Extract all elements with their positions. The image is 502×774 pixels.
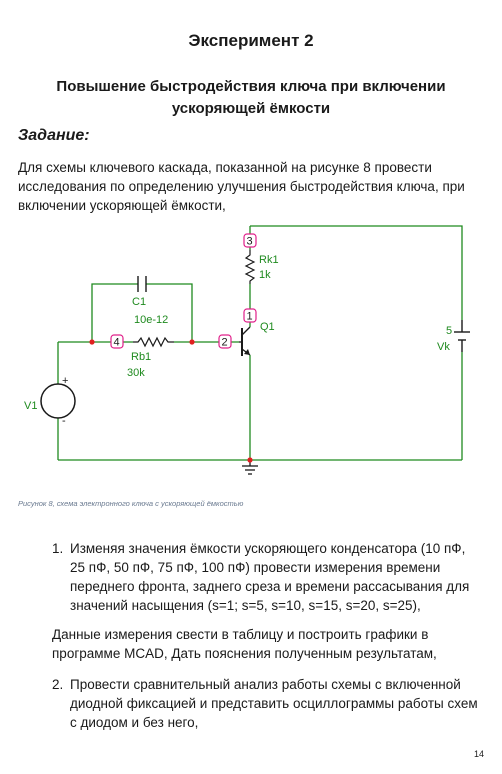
- q1-label: Q1: [260, 321, 275, 333]
- list-item: 2. Провести сравнительный анализ работы …: [52, 675, 482, 732]
- list-item-number: 1.: [52, 541, 64, 556]
- junction-dot: [89, 339, 95, 345]
- svg-text:1: 1: [247, 311, 253, 323]
- resistor-rk1-icon: [244, 250, 256, 284]
- rb1-name-label: Rb1: [131, 351, 151, 363]
- node-marker-3: 3: [243, 233, 257, 248]
- page-title: Эксперимент 2: [188, 31, 314, 50]
- task-heading: Задание:: [18, 127, 90, 144]
- svg-text:3: 3: [247, 236, 253, 248]
- vk-name-label: Vk: [437, 341, 450, 353]
- junction-dot: [189, 339, 195, 345]
- intro-paragraph: Для схемы ключевого каскада, показанной …: [18, 160, 465, 213]
- node-marker-4: 4: [110, 334, 124, 349]
- svg-text:4: 4: [114, 337, 120, 349]
- svg-text:2: 2: [222, 337, 228, 349]
- v1-plus-label: +: [62, 375, 68, 387]
- resistor-rb1-icon: [133, 336, 174, 348]
- circuit-diagram: + - 3 1 4 2 Rk1 1k C1 10e-12 Rb1 30k Q1 …: [24, 225, 470, 475]
- figure-caption: Рисунок 8, схема электронного ключа с ус…: [18, 499, 244, 508]
- list-item-number: 2.: [52, 677, 64, 692]
- node-marker-2: 2: [218, 334, 232, 349]
- c1-name-label: C1: [132, 296, 146, 308]
- wires: [57, 225, 463, 461]
- section-title: Повышение быстродействия ключа при включ…: [56, 78, 446, 117]
- capacitor-c1-icon: [137, 276, 147, 292]
- junction-dot: [247, 457, 253, 463]
- c1-value-label: 10e-12: [134, 314, 168, 326]
- battery-vk-icon: [454, 320, 470, 352]
- vk-value-label: 5: [446, 325, 452, 337]
- v1-label: V1: [24, 400, 37, 412]
- rb1-value-label: 30k: [127, 367, 145, 379]
- v1-minus-label: -: [62, 415, 66, 427]
- page-number: 14: [474, 749, 485, 759]
- wire-cap-right: [146, 283, 193, 342]
- list-item-text: Изменяя значения ёмкости ускоряющего кон…: [70, 541, 470, 613]
- transistor-q1-icon: [239, 326, 251, 356]
- node-marker-1: 1: [243, 308, 257, 323]
- rk1-name-label: Rk1: [259, 254, 279, 266]
- rk1-value-label: 1k: [259, 269, 271, 281]
- junction-dots: [89, 339, 253, 463]
- results-paragraph: Данные измерения свести в таблицу и пост…: [52, 627, 437, 661]
- wire-supply-top: [250, 225, 463, 320]
- list-item: 1. Изменяя значения ёмкости ускоряющего …: [52, 539, 482, 615]
- wire-cap-left: [91, 283, 138, 342]
- source-v1-icon: [40, 383, 76, 419]
- list-item-text: Провести сравнительный анализ работы схе…: [70, 677, 478, 730]
